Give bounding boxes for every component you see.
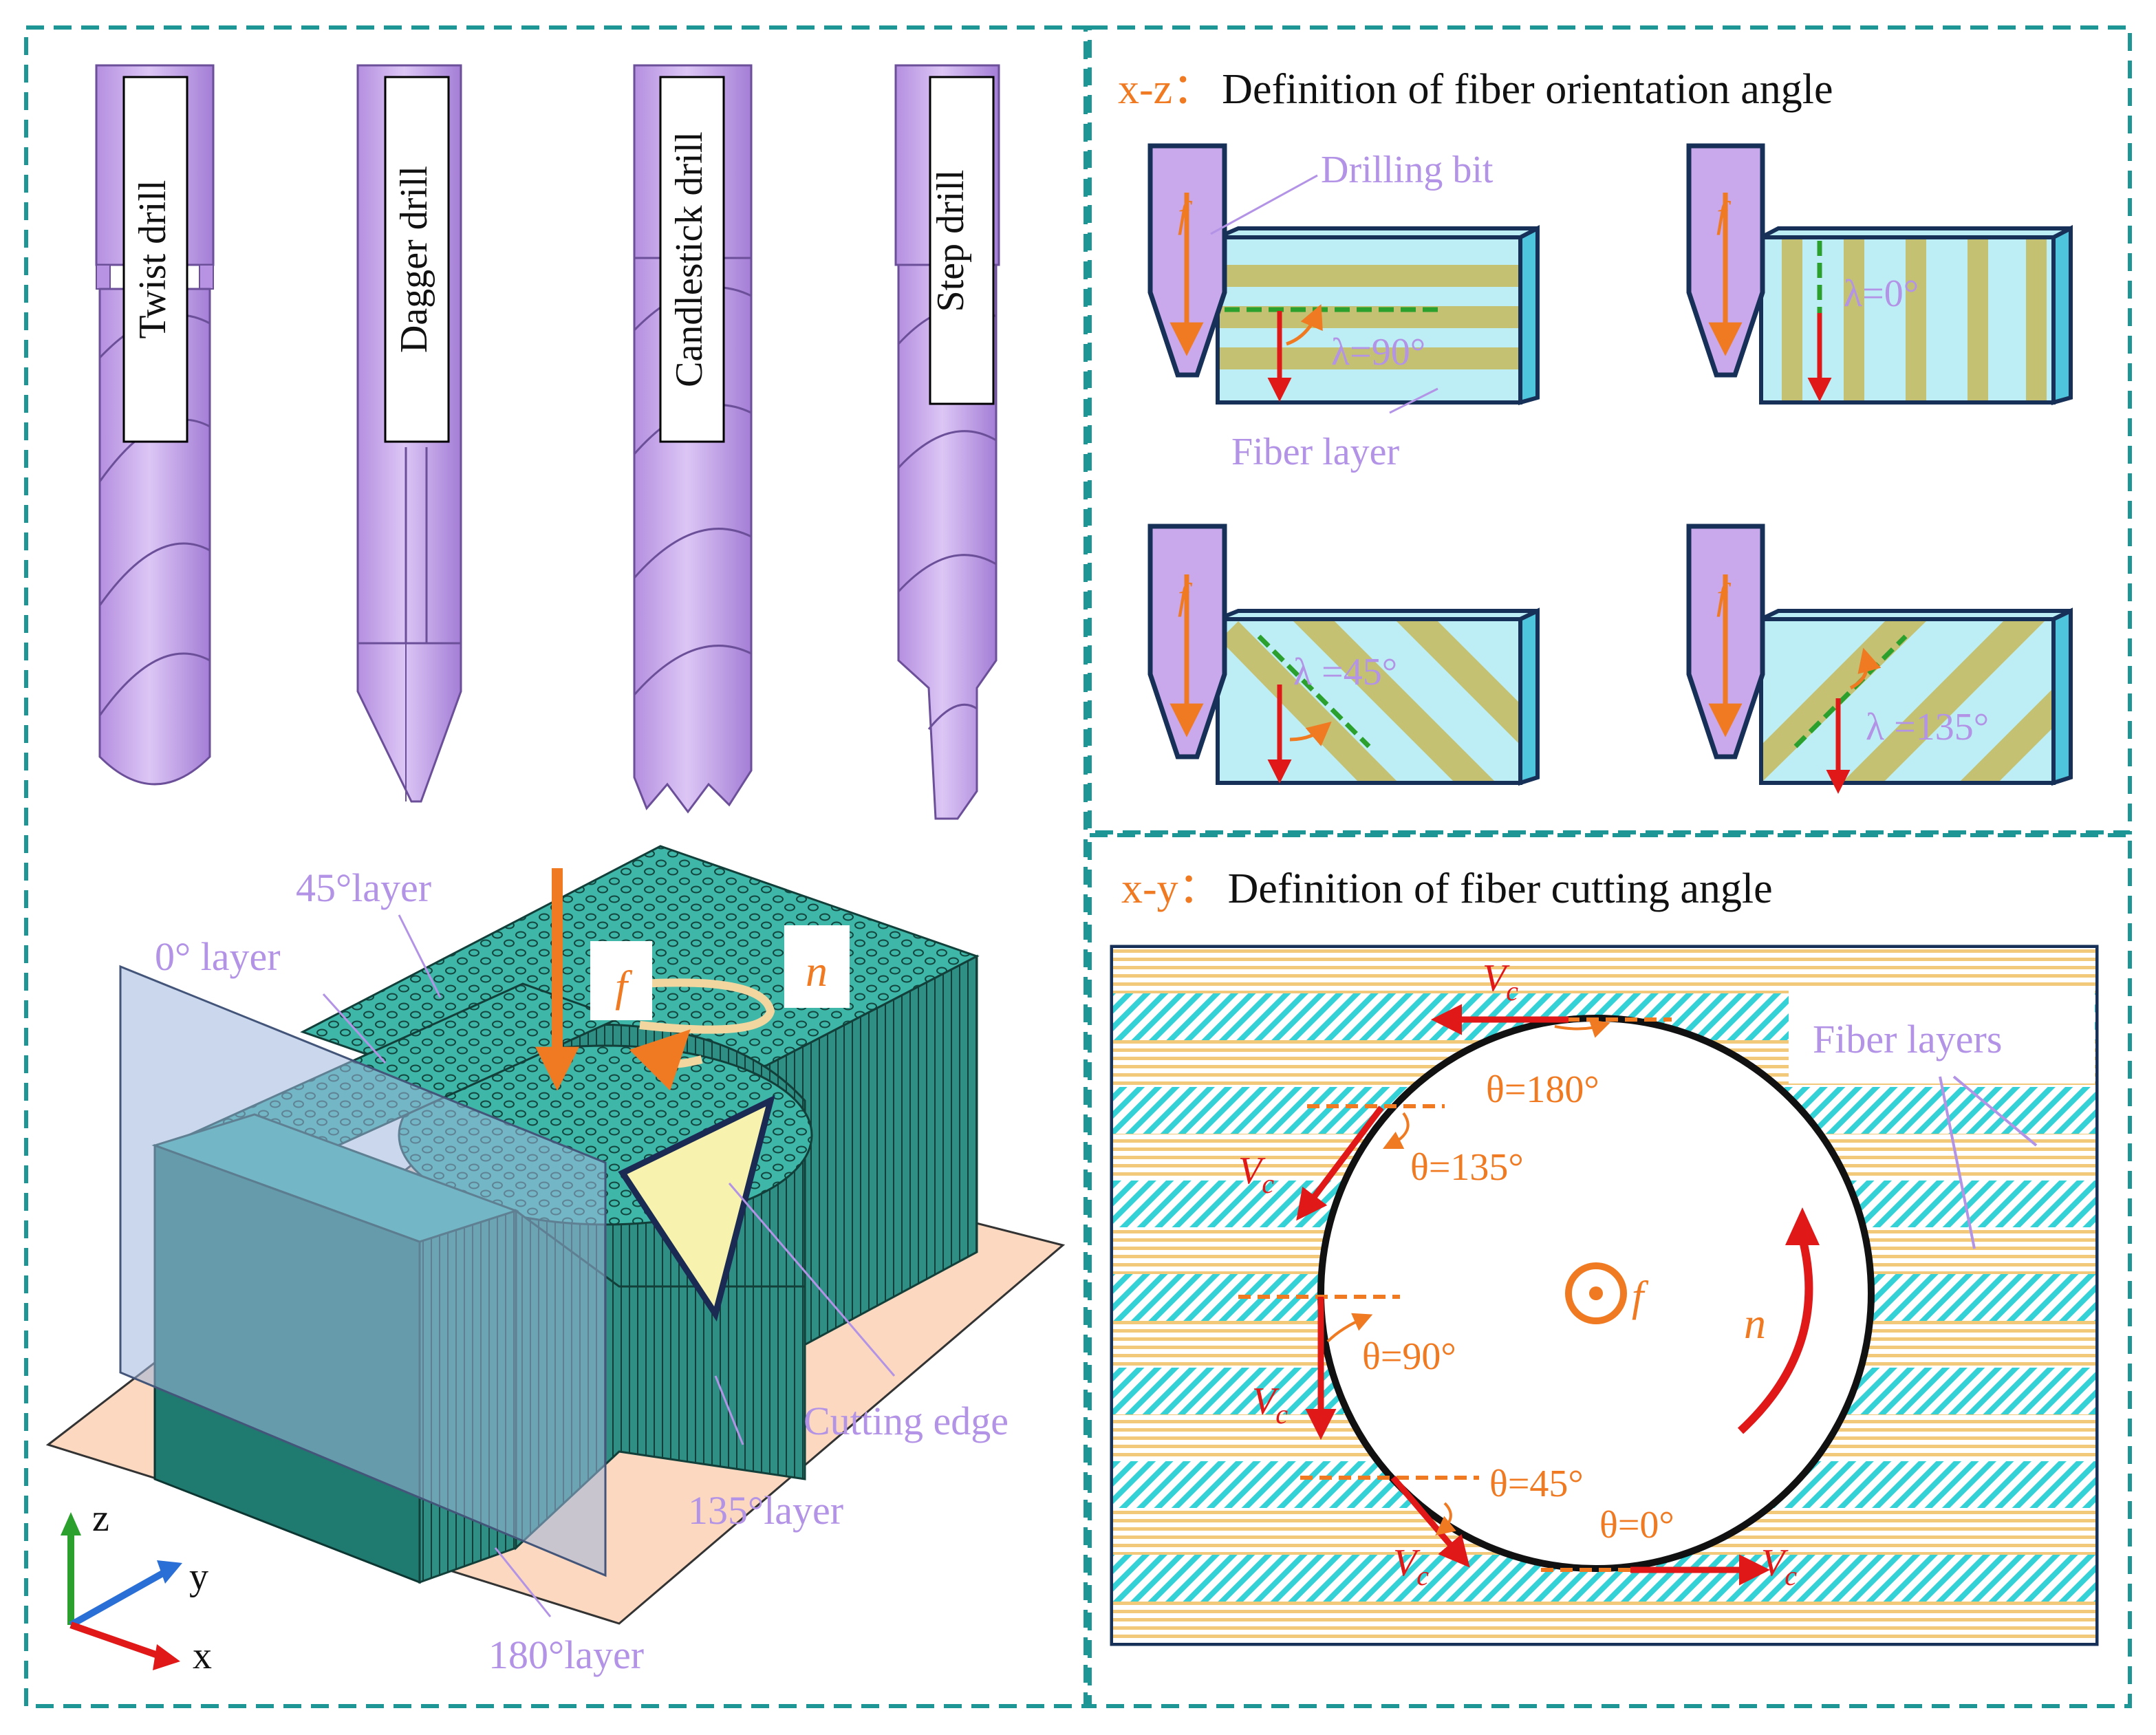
xy-panel-frame [1088,833,2132,1708]
xy-angle-135: θ=135° [1410,1146,1524,1189]
vc-label-135: Vc [1238,1150,1274,1199]
label-cutting-edge: Cutting edge [804,1399,1009,1443]
vc-label-180: Vc [1483,957,1518,1006]
label-0-layer: 0° layer [155,934,281,979]
axis-z-label: z [92,1497,109,1540]
fiber-layers-box [1789,991,2095,1084]
drill-label-dagger: Dagger drill [393,166,435,353]
vc-label-0: Vc [1761,1542,1797,1591]
xz-panel: x-z：Definition of fiber orientation angl… [1118,66,2073,794]
label-180-layer: 180°layer [488,1632,644,1677]
drill-twist: Twist drill [95,64,215,786]
label-45-layer: 45°layer [296,865,431,910]
xz-angle-45: λ =45° [1293,651,1397,693]
section-plane [119,965,607,1577]
axis-y-label: y [189,1555,208,1598]
layer-model: f n 45°layer 0° layer Cutting edge 135°l… [45,845,1066,1677]
drill-step: Step drill [894,64,1000,820]
xz-case-90: f λ=90° Drilling bit Fiber layer [1147,143,1540,473]
xy-rotation-label: n [1744,1299,1766,1348]
left-panel-frame [24,25,1088,1708]
xz-title: x-z：Definition of fiber orientation angl… [1118,66,1833,113]
xz-angle-0: λ=0° [1844,272,1919,315]
xz-title-prefix: x-z： [1118,66,1215,113]
xy-fiber-layers-label: Fiber layers [1813,1017,2002,1062]
xz-panel-frame [1088,25,2132,834]
drill-dagger: Dagger drill [356,64,462,803]
xz-angle-135: λ =135° [1866,706,1989,748]
axis-x-label: x [193,1635,212,1677]
xz-case-0: f λ=0° [1686,143,2073,405]
drill-candlestick: Candlestick drill [633,64,753,814]
xy-angle-180: θ=180° [1486,1068,1599,1111]
rotation-label-3d: n [806,947,828,995]
xy-title: x-y：Definition of fiber cutting angle [1121,865,1773,912]
drill-label-twist: Twist drill [131,180,174,339]
xz-case-135: f λ =135° [1686,524,2073,794]
panel-frames [24,25,2132,1708]
vc-label-90: Vc [1252,1380,1288,1430]
drill-label-step: Step drill [929,170,972,312]
drill-label-candlestick: Candlestick drill [668,131,711,387]
xz-drilling-bit-label: Drilling bit [1321,149,1494,191]
xy-panel: x-y：Definition of fiber cutting angle Fi… [1110,865,2099,1646]
cutting-edge-triangle [618,1095,775,1322]
feed-label-box [590,941,652,1020]
xy-angle-0: θ=0° [1599,1504,1674,1547]
xz-angle-90: λ=90° [1331,331,1425,374]
xy-title-prefix: x-y： [1121,865,1221,912]
xy-title-text: Definition of fiber cutting angle [1228,865,1773,912]
axes-triad: z y x [61,1497,212,1677]
xz-case-45: f λ =45° [1147,524,1540,786]
label-135-layer: 135°layer [688,1488,843,1533]
xy-angle-45: θ=45° [1489,1463,1584,1505]
xy-angle-90: θ=90° [1362,1335,1456,1378]
xz-title-text: Definition of fiber orientation angle [1222,66,1833,113]
rotation-label-box [784,925,850,1008]
xz-fiber-layer-label: Fiber layer [1231,431,1399,473]
vc-label-45: Vc [1393,1542,1429,1591]
